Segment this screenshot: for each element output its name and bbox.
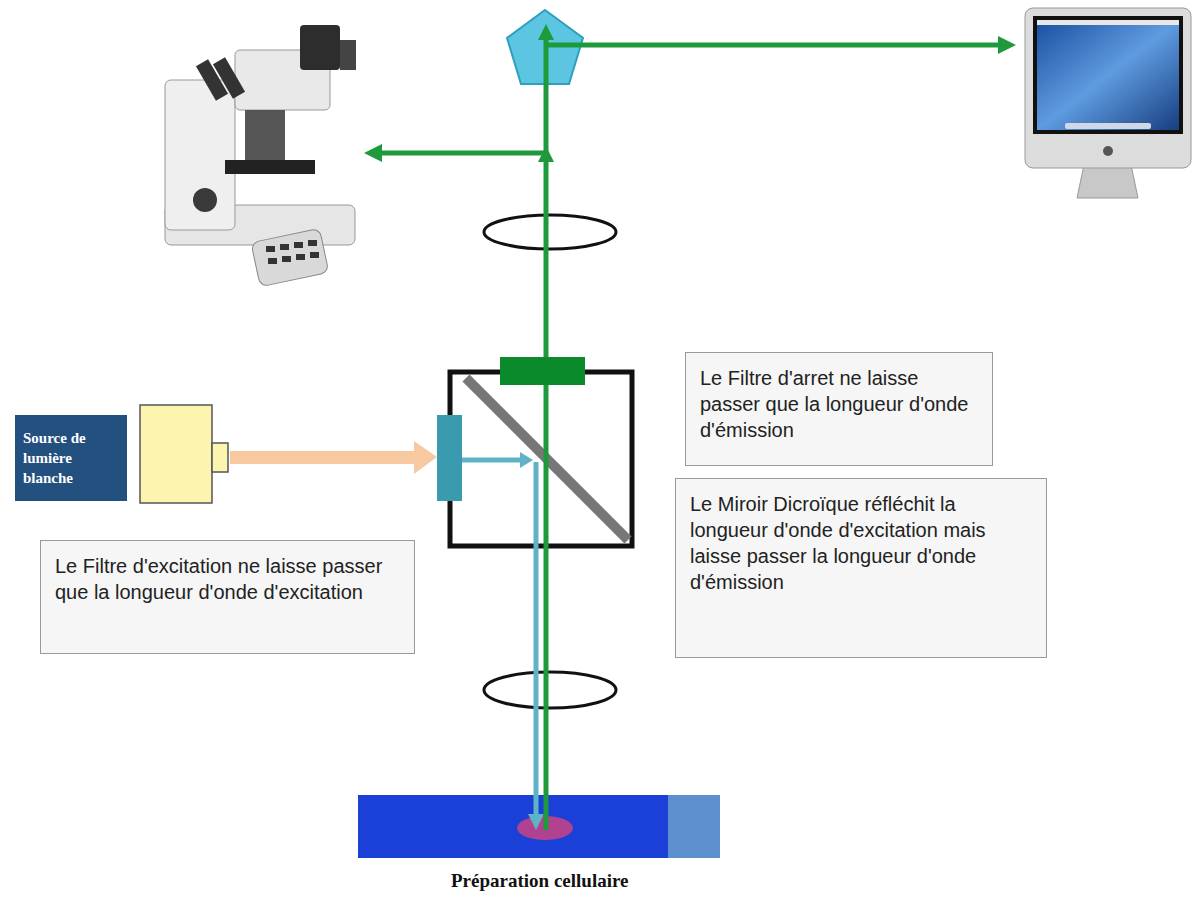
- microscope-picture: [165, 25, 356, 287]
- pad-key: [294, 242, 303, 248]
- dock: [1065, 123, 1151, 129]
- pad-key: [266, 246, 275, 252]
- note-box: Le Filtre d'excitation ne laisse passer …: [40, 540, 415, 654]
- note-box: Le Filtre d'arret ne laisse passer que l…: [685, 352, 993, 466]
- logo: [1103, 146, 1113, 156]
- excitation-beam: [534, 462, 539, 816]
- monitor-screen: [1037, 20, 1179, 130]
- node-text: Le Miroir Dicroïque réfléchit la longueu…: [690, 491, 1032, 595]
- emission-to-eyepiece: [380, 151, 546, 156]
- white-light-arrow: [230, 441, 437, 474]
- source-box: Source de lumière blanche: [15, 415, 127, 501]
- slide-label-end: [668, 795, 720, 858]
- lens: [484, 215, 616, 249]
- microscope-lamp-part: [340, 40, 356, 70]
- computer-picture: [1025, 8, 1191, 198]
- lens: [484, 672, 616, 708]
- pad-key: [308, 240, 317, 246]
- control-pad: [251, 228, 329, 287]
- excitation-beam: [462, 458, 522, 463]
- node-text: Le Filtre d'excitation ne laisse passer …: [55, 553, 400, 605]
- arrow-head: [520, 452, 533, 468]
- excitation-filter: [437, 415, 462, 501]
- menu-bar: [1037, 20, 1179, 25]
- slide: [358, 795, 670, 858]
- objective-turret: [245, 110, 285, 165]
- node-text: Le Filtre d'arret ne laisse passer que l…: [700, 365, 978, 443]
- emission-to-camera: [546, 43, 1000, 48]
- microscope-body: [165, 80, 235, 230]
- arrow-head: [538, 24, 554, 40]
- microscope-lamp: [300, 25, 340, 70]
- focus-knob: [193, 188, 217, 212]
- microscope-stage: [225, 160, 315, 174]
- arrow-head: [528, 814, 544, 830]
- caption-label: Préparation cellulaire: [451, 870, 628, 892]
- pad-key: [282, 256, 291, 262]
- note-box: Le Miroir Dicroïque réfléchit la longueu…: [675, 478, 1047, 658]
- arrow-head: [364, 144, 382, 162]
- filter-cube: [450, 372, 632, 546]
- lamp-housing: [140, 405, 212, 503]
- pad-key: [280, 244, 289, 250]
- arrow-head: [998, 36, 1016, 54]
- pad-key: [268, 258, 277, 264]
- node-text: Source de lumière blanche: [23, 428, 119, 489]
- lamp-nozzle: [212, 443, 228, 472]
- eyepiece: [213, 57, 245, 99]
- monitor-bezel: [1033, 16, 1183, 134]
- pad-key: [310, 252, 319, 258]
- pad-key: [296, 254, 305, 260]
- emission-filter: [500, 357, 585, 385]
- monitor-frame: [1025, 8, 1191, 168]
